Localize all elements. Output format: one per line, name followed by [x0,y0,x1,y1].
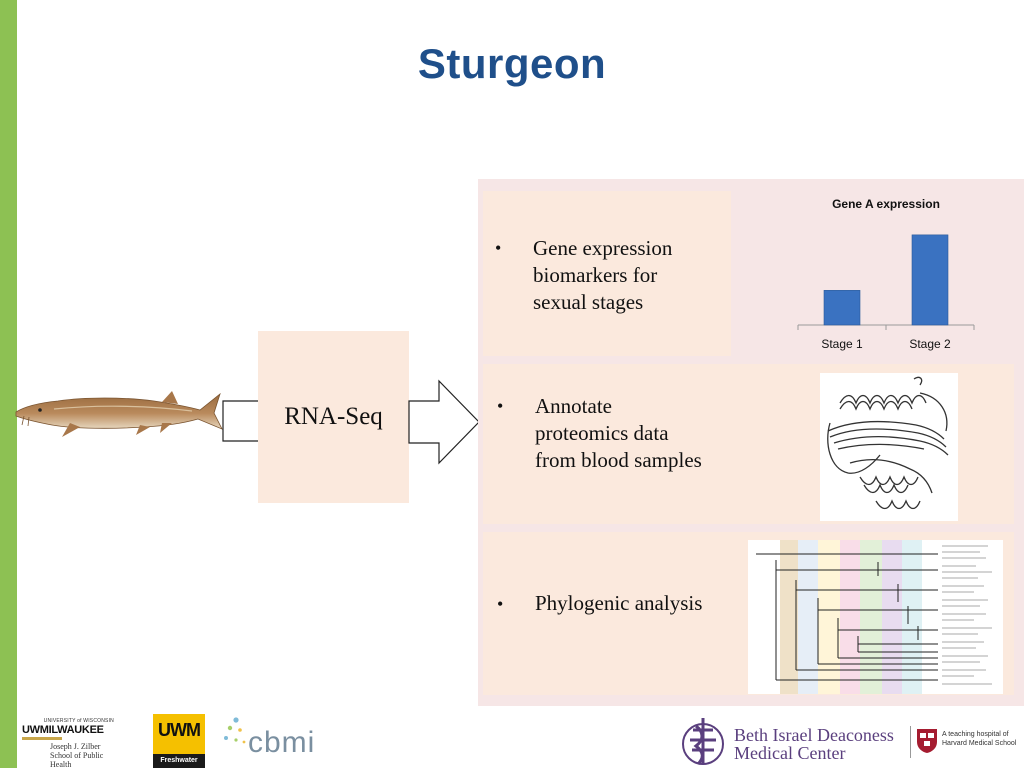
input-arrow-shaft [222,400,261,442]
uwm-logo: UNIVERSITY of WISCONSIN UWMILWAUKEE Jose… [22,718,114,769]
application-text-2: Annotate proteomics data from blood samp… [535,394,702,472]
freshwater-logo-caption: Freshwater [153,754,205,768]
chart-canvas: Gene A expression Stage 1 Stage 2 [797,197,975,351]
application-text-1: Gene expression biomarkers for sexual st… [533,236,673,314]
uwm-logo-top-line: UNIVERSITY of WISCONSIN [43,718,114,724]
bidmc-logo-text: Beth Israel Deaconess Medical Center [734,725,894,763]
harvard-affiliation-text: A teaching hospital of Harvard Medical S… [942,731,1017,747]
sturgeon-fish-illustration [15,391,223,437]
accent-bar [0,0,17,768]
freshwater-logo-mark: UWM [158,720,201,740]
method-label: RNA-Seq [284,403,383,430]
uwm-logo-name: UWMILWAUKEE [22,724,104,736]
x-tick-label: Stage 1 [821,337,863,351]
bidmc-emblem-icon [682,718,724,766]
cbmi-dots-icon [224,717,246,744]
bullet-marker: • [497,396,504,416]
application-text-3: Phylogenic analysis [535,591,703,615]
uwm-logo-school: Joseph J. Zilber School of Public Health [50,742,104,769]
cbmi-logo-name: cbmi [248,726,316,759]
bar-stage-2 [911,234,949,326]
x-tick-label: Stage 2 [909,337,951,351]
protein-structure-image [820,373,958,521]
freshwater-logo: UWM Freshwater [153,714,205,768]
slide-title: Sturgeon [417,40,607,87]
bullet-marker: • [495,238,502,258]
gene-expression-chart: Gene A expression Stage 1 Stage 2 [731,191,1014,356]
harvard-shield-icon [917,729,937,753]
right-arrow-icon [408,379,480,465]
method-box [258,331,409,503]
bullet-marker: • [497,594,504,614]
bar-stage-1 [823,290,861,326]
bidmc-logo: Beth Israel Deaconess Medical Center A t… [680,712,1024,768]
phylogenetic-tree-image [748,540,1003,694]
chart-title: Gene A expression [832,197,940,211]
